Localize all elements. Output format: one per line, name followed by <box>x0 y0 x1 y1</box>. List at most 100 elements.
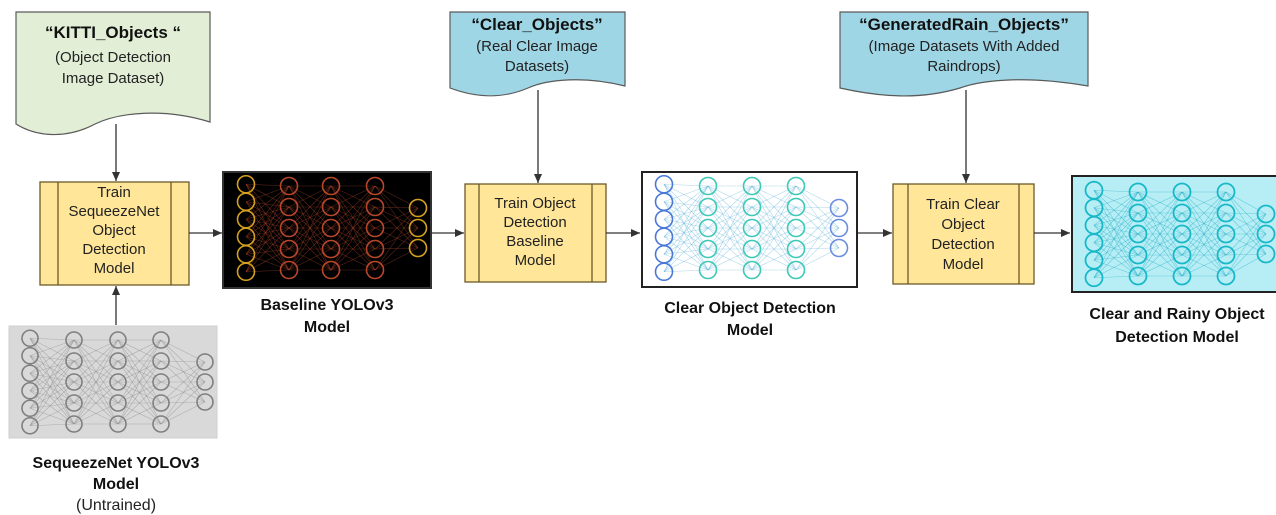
network-edge <box>29 373 75 404</box>
network-node <box>21 399 39 418</box>
clear-objects-document: “Clear_Objects” (Real Clear Image Datase… <box>449 11 626 97</box>
network-edge <box>707 185 753 250</box>
network-edge <box>117 381 162 425</box>
network-node <box>109 331 127 349</box>
kitti-objects-document: “KITTI_Objects “ (Object Detection Image… <box>15 11 211 136</box>
network-edge <box>160 339 206 383</box>
network-node <box>321 197 341 217</box>
network-node <box>742 218 762 238</box>
network-node <box>21 346 39 365</box>
network-node <box>698 260 718 280</box>
network-edge <box>245 219 290 271</box>
rain-doc-line2: Raindrops) <box>927 58 1000 75</box>
network-edge <box>374 207 419 250</box>
network-node <box>1216 245 1236 265</box>
network-edge <box>1093 207 1139 256</box>
network-edge <box>29 360 75 391</box>
process3-line1: Train Clear <box>926 196 1000 213</box>
network-edge <box>1225 233 1267 255</box>
train-squeezenet-process: Train SequeezeNet Object Detection Model <box>39 181 190 286</box>
network-edge <box>1093 212 1139 261</box>
network-node <box>742 260 762 280</box>
network-edge <box>663 184 709 229</box>
network-edge <box>663 227 709 238</box>
network-node <box>321 260 341 280</box>
network-node <box>1216 182 1236 202</box>
network-edge <box>160 339 206 403</box>
network-edge <box>1093 191 1139 243</box>
process3-line4: Model <box>943 256 984 273</box>
network-edge <box>1225 191 1267 255</box>
network-edge <box>663 206 709 272</box>
network-edge <box>245 248 290 255</box>
network-edge <box>245 227 290 272</box>
network-edge <box>245 201 290 208</box>
network-edge <box>1093 254 1139 261</box>
rainy-model-caption-line1: Clear and Rainy Object <box>1089 306 1265 323</box>
network-edge <box>1225 191 1267 215</box>
network-node <box>698 176 718 196</box>
network-node <box>321 218 341 238</box>
process2-line3: Baseline <box>506 233 564 250</box>
network-edge <box>663 201 709 208</box>
kitti-doc-line1: (Object Detection <box>55 49 171 66</box>
network-edge <box>245 185 290 237</box>
process2-line4: Model <box>515 252 556 269</box>
baseline-caption-line2: Model <box>304 319 350 336</box>
network-edge <box>1225 212 1267 235</box>
network-node <box>109 394 127 412</box>
network-edge <box>795 206 840 209</box>
network-node <box>21 381 39 400</box>
network-edge <box>160 361 206 404</box>
network-edge <box>1093 225 1139 277</box>
network-edge <box>245 236 290 250</box>
network-edge <box>1093 212 1139 226</box>
connectors <box>112 90 1070 325</box>
network-edge <box>374 185 419 249</box>
network-edge <box>245 218 290 229</box>
network-node <box>279 239 299 259</box>
network-edge <box>245 206 290 220</box>
network-edge <box>1093 233 1139 278</box>
network-edge <box>707 185 753 229</box>
network-node <box>321 176 341 196</box>
network-edge <box>663 219 709 271</box>
network-node <box>829 218 849 238</box>
network-node <box>786 239 806 259</box>
network-node <box>196 373 214 391</box>
squeezenet-network-image <box>8 325 218 439</box>
network-edge <box>374 206 419 209</box>
network-edge <box>795 185 840 229</box>
network-edge <box>663 185 709 237</box>
network-edge <box>707 227 753 271</box>
network-edge <box>751 227 797 271</box>
network-node <box>1128 203 1148 223</box>
network-node <box>21 416 39 435</box>
network-edge <box>1225 253 1267 256</box>
network-edge <box>663 206 709 255</box>
network-edge <box>245 184 290 250</box>
network-node <box>1256 204 1276 224</box>
network-node <box>742 176 762 196</box>
network-edge <box>1225 212 1267 215</box>
network-edge <box>29 338 75 404</box>
network-edge <box>29 373 75 425</box>
network-edge <box>288 227 332 271</box>
network-edge <box>1093 190 1139 235</box>
network-edge <box>288 185 332 250</box>
clear-doc-line2: Datasets) <box>505 58 569 75</box>
squeezenet-caption-line3: (Untrained) <box>76 497 156 514</box>
rain-doc-line1: (Image Datasets With Added <box>869 38 1060 55</box>
network-edge <box>751 185 797 229</box>
network-edge <box>1225 233 1267 277</box>
network-node <box>65 415 83 433</box>
network-node <box>109 373 127 391</box>
network-edge <box>330 227 376 271</box>
network-node <box>65 373 83 391</box>
network-edge <box>330 185 376 271</box>
network-edge <box>245 206 290 255</box>
squeezenet-caption-line2: Model <box>93 476 139 493</box>
network-edge <box>29 339 75 409</box>
network-edge <box>1093 207 1139 214</box>
network-edge <box>1225 213 1267 277</box>
